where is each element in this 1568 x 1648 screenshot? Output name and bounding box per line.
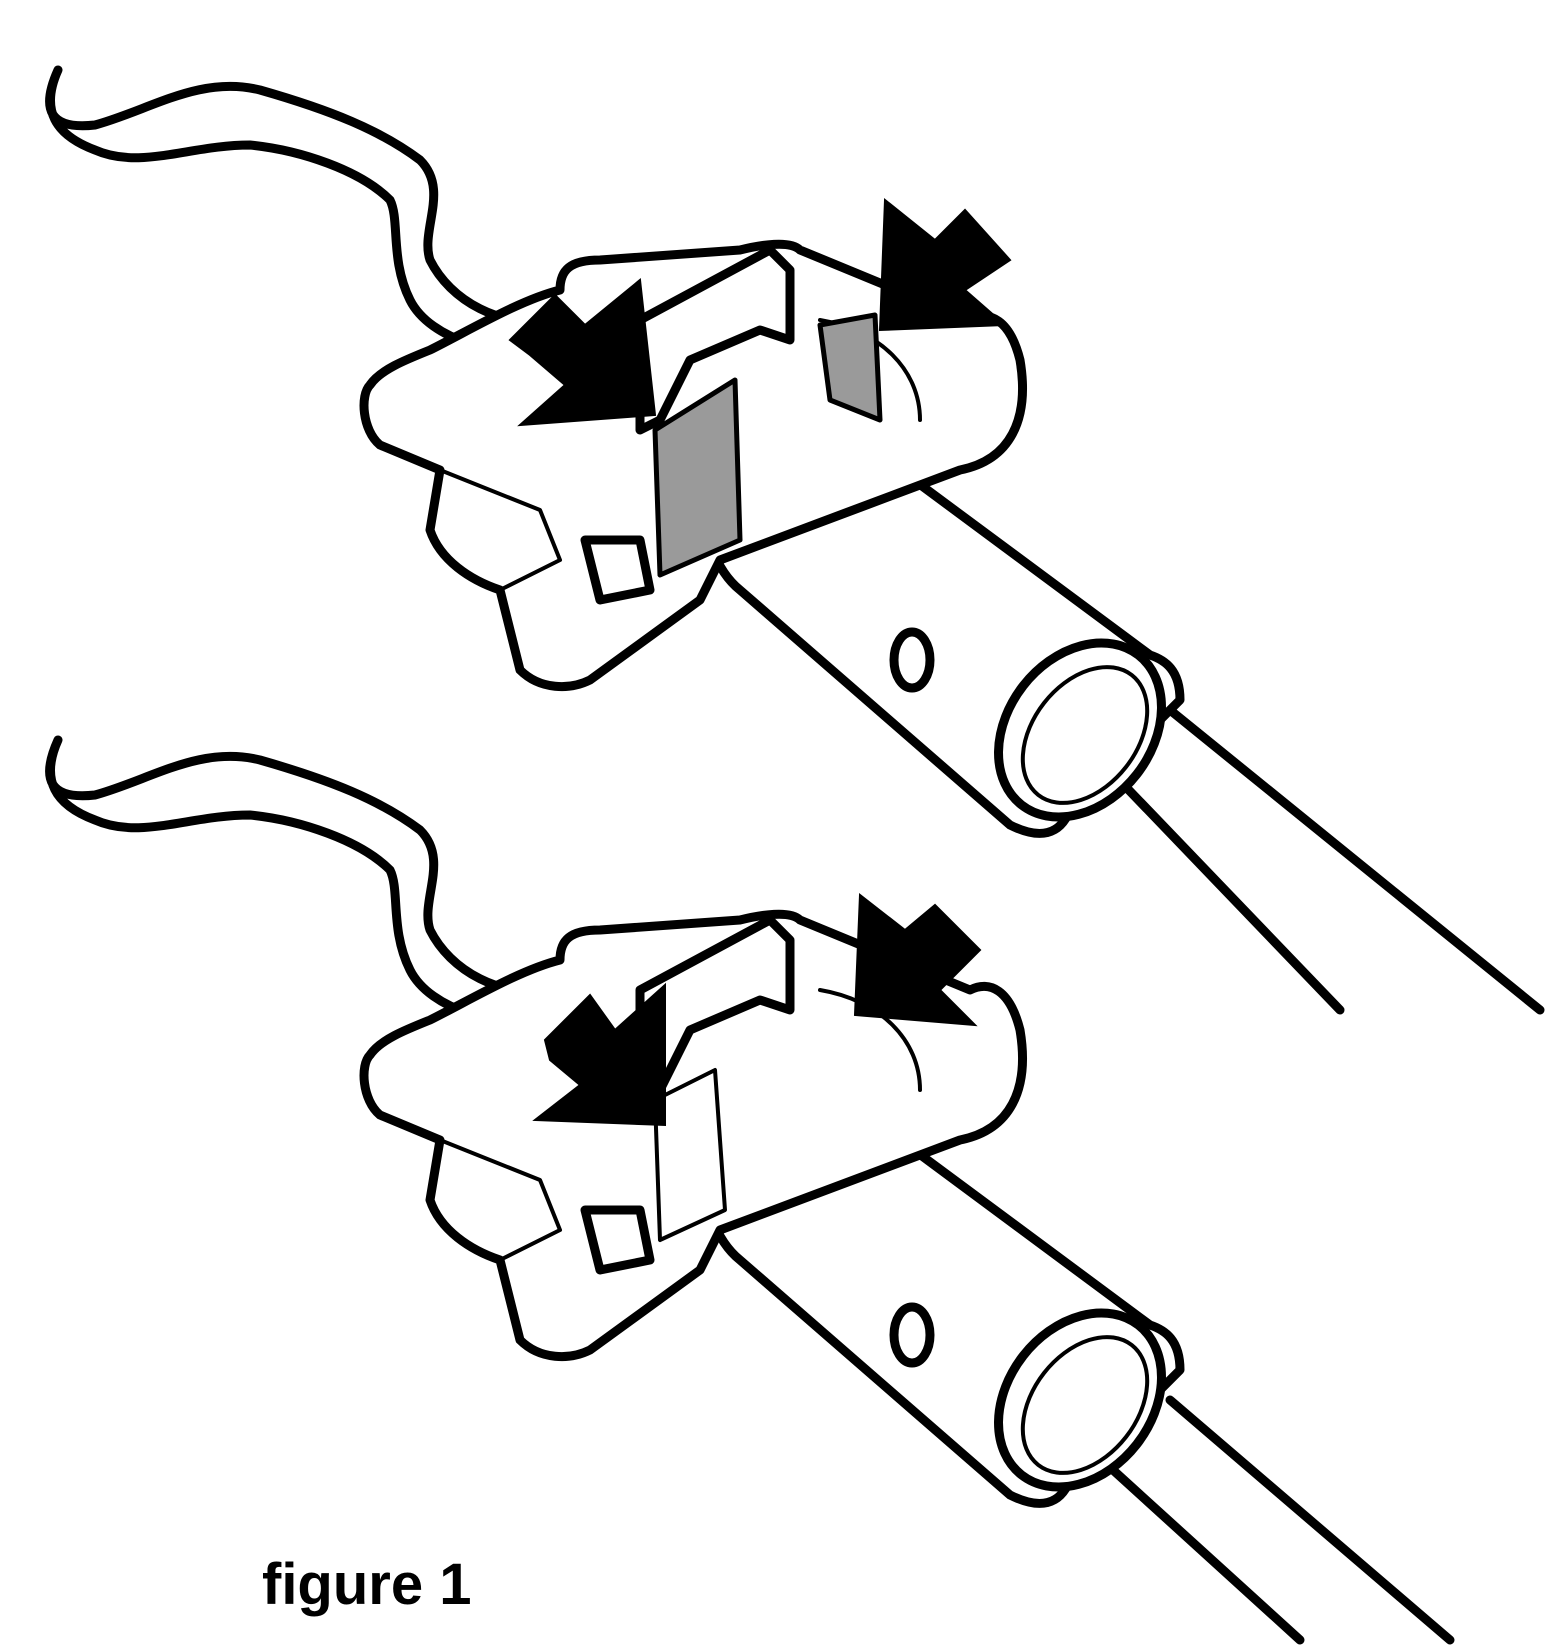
figure-caption: figure 1 — [262, 1552, 472, 1617]
tube-end-ring-inner — [1020, 1335, 1150, 1475]
tube-hole — [889, 1302, 935, 1368]
shaded-tab — [652, 377, 743, 578]
rod — [1075, 1435, 1305, 1645]
arrow-icon — [532, 982, 666, 1127]
clip-slot — [580, 535, 655, 605]
wire-hook — [45, 65, 565, 357]
clip-inner-wall — [653, 1068, 727, 1242]
arrow-icon — [853, 893, 982, 1027]
tube-hole — [889, 627, 935, 693]
rod — [1165, 705, 1545, 1015]
clip-saddle — [635, 245, 795, 435]
shaded-tab — [817, 312, 883, 423]
arrow-icon — [508, 278, 657, 427]
clip-flange — [438, 1138, 562, 1262]
tube-end-ring-inner — [1020, 665, 1150, 805]
rod — [1165, 1395, 1455, 1645]
clip-slot — [580, 1205, 655, 1275]
arrow-icon — [878, 197, 1012, 332]
top-clip-assembly — [45, 65, 1545, 1015]
rod — [1095, 755, 1345, 1015]
clip-flange — [818, 988, 922, 1092]
wire-hook — [45, 735, 565, 1027]
clip-flange — [438, 468, 562, 592]
bottom-clip-assembly — [45, 735, 1455, 1645]
